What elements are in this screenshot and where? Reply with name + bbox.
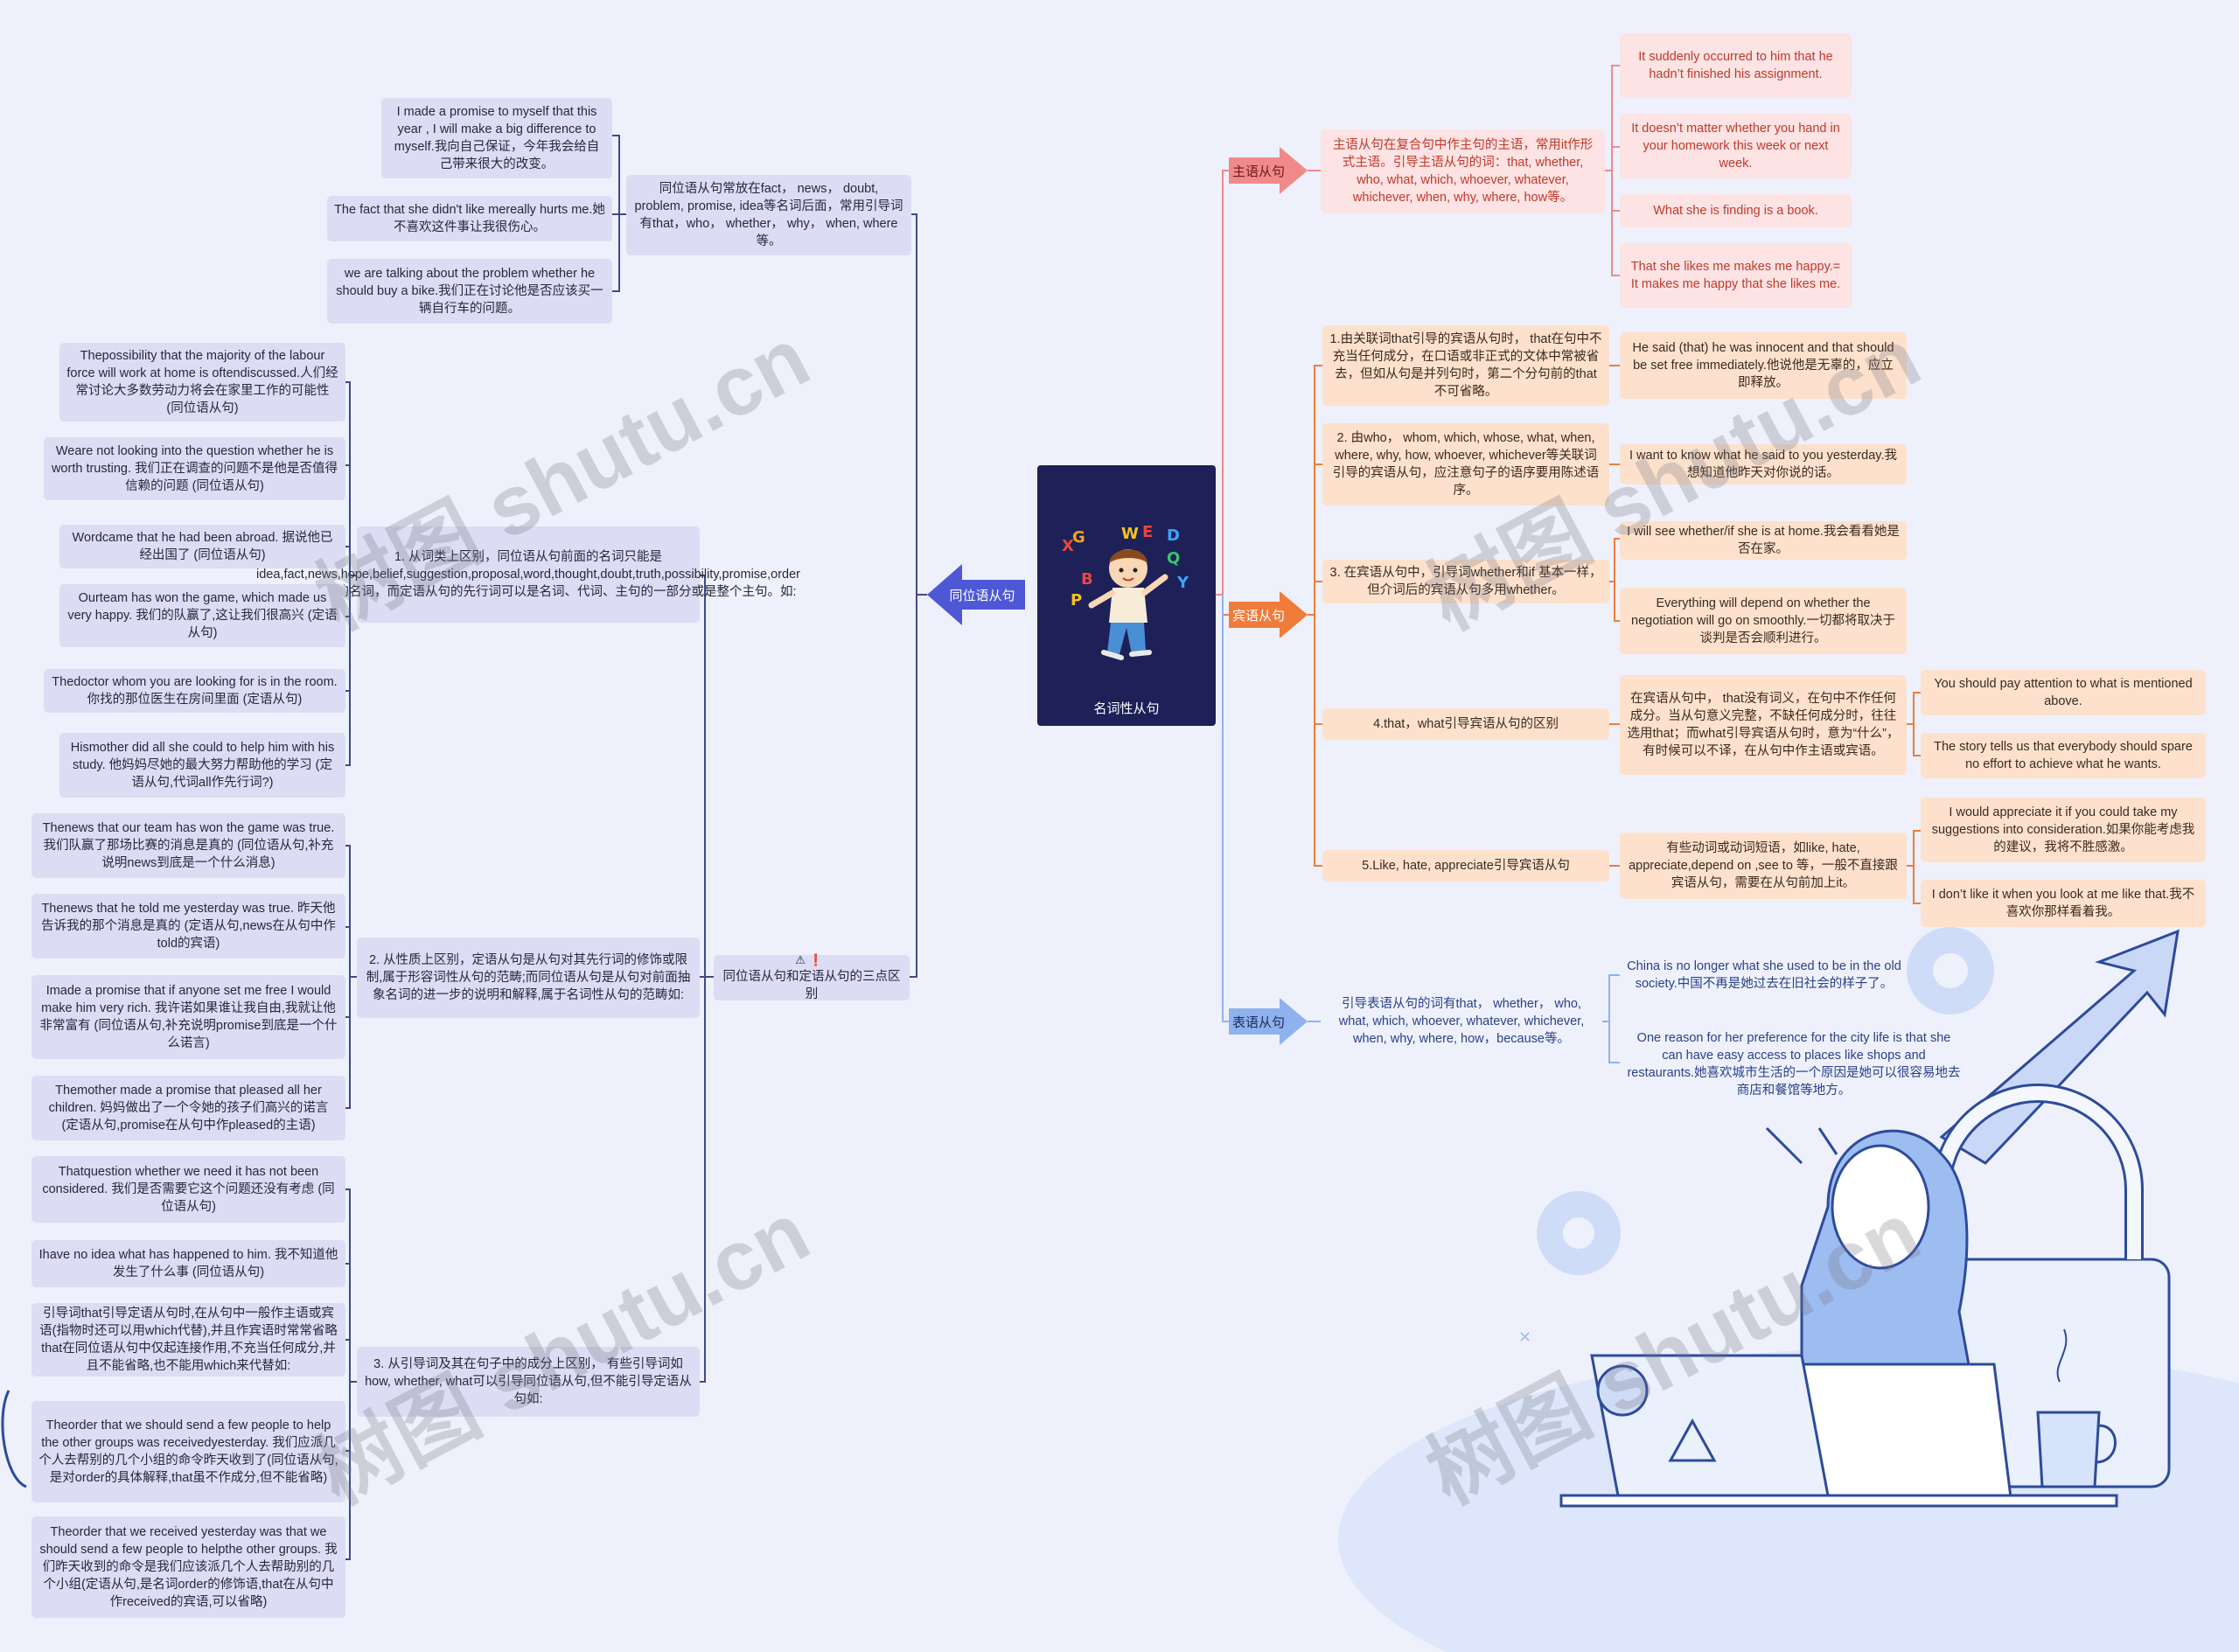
right-arrow-icon (1229, 591, 1308, 638)
object-point-3[interactable]: 3. 在宾语从句中，引导词whether和if 基本一样，但介词后的宾语从句多用… (1322, 560, 1609, 603)
central-topic-label: 名词性从句 (1093, 701, 1160, 716)
appositive-summary-node[interactable]: 同位语从句常放在fact， news， doubt, problem, prom… (626, 175, 911, 255)
example-node[interactable]: Weare not looking into the question whet… (44, 437, 345, 500)
difference-summary-node[interactable]: ⚠ ❗同位语从句和定语从句的三点区别 (714, 953, 910, 1001)
object-point-2[interactable]: 2. 由who， whom, which, whose, what, when,… (1322, 423, 1609, 505)
example-node[interactable]: Themother made a promise that pleased al… (31, 1076, 345, 1140)
subject-summary-node[interactable]: 主语从句在复合句中作主句的主语，常用it作形式主语。引导主语从句的词：that,… (1321, 129, 1605, 213)
example-node[interactable]: What she is finding is a book. (1620, 194, 1852, 227)
example-node[interactable]: It suddenly occurred to him that he hadn… (1620, 33, 1852, 98)
example-node[interactable]: One reason for her preference for the ci… (1627, 1031, 1961, 1098)
predicative-summary-node[interactable]: 引导表语从句的词有that， whether， who, what, which… (1338, 997, 1585, 1046)
right-arrow-icon (1229, 147, 1308, 194)
example-node[interactable]: China is no longer what she used to be i… (1627, 959, 1901, 991)
letter-q: Q (1167, 549, 1180, 568)
branch-object-clause[interactable]: 宾语从句 (1229, 591, 1308, 638)
example-node[interactable]: Imade a promise that if anyone set me fr… (31, 975, 345, 1059)
branch-appositive-clause[interactable]: 同位语从句 (927, 564, 1025, 625)
example-node[interactable]: Theorder that we received yesterday was … (31, 1516, 345, 1618)
svg-text:✕: ✕ (1518, 1328, 1531, 1347)
example-node[interactable]: He said (that) he was innocent and that … (1620, 332, 1907, 399)
example-node[interactable]: Hismother did all she could to help him … (59, 733, 345, 798)
example-node[interactable]: The fact that she didn't like mereally h… (327, 196, 612, 241)
object-point-1[interactable]: 1.由关联词that引导的宾语从句时， that在句中不充当任何成分，在口语或非… (1322, 325, 1609, 406)
difference-point-2[interactable]: 2. 从性质上区别，定语从句是从句对其先行词的修饰或限制,属于形容词性从句的范畴… (357, 938, 700, 1018)
example-node[interactable]: It doesn’t matter whether you hand in yo… (1620, 114, 1852, 178)
warning-icon: ⚠ ❗ (795, 953, 823, 967)
example-node[interactable]: You should pay attention to what is ment… (1921, 670, 2206, 715)
example-node[interactable]: Thatquestion whether we need it has not … (31, 1156, 345, 1223)
example-node[interactable]: Thepossibility that the majority of the … (59, 343, 345, 422)
letter-b: B (1081, 570, 1093, 589)
example-node[interactable]: Theorder that we should send a few peopl… (31, 1401, 345, 1502)
letter-y: Y (1176, 574, 1189, 592)
letter-p: P (1071, 591, 1082, 610)
example-node[interactable]: Thenews that our team has won the game w… (31, 813, 345, 878)
left-arrow-icon (927, 564, 1025, 625)
letter-d: D (1167, 526, 1180, 545)
letter-g: G (1072, 528, 1085, 547)
example-node[interactable]: The story tells us that everybody should… (1921, 733, 2206, 778)
example-node[interactable]: 引导词that引导定语从句时,在从句中一般作主语或宾语(指物时还可以用which… (31, 1303, 345, 1377)
example-node[interactable]: Wordcame that he had been abroad. 据说他已经出… (59, 525, 345, 568)
difference-point-1[interactable]: 1. 从词类上区别，同位语从句前面的名词只能是idea,fact,news,ho… (256, 526, 800, 623)
object-point-5[interactable]: 5.Like, hate, appreciate引导宾语从句 (1322, 850, 1609, 882)
example-node[interactable]: Everything will depend on whether the ne… (1620, 588, 1907, 654)
example-node[interactable]: I will see whether/if she is at home.我会看… (1620, 521, 1907, 560)
example-node[interactable]: Thenews that he told me yesterday was tr… (31, 894, 345, 958)
detail-node[interactable]: 在宾语从句中， that没有词义，在句中不作任何成分。当从句意义完整，不缺任何成… (1620, 675, 1907, 775)
example-node[interactable]: Ihave no idea what has happened to him. … (31, 1240, 345, 1287)
example-node[interactable]: I made a promise to myself that this yea… (381, 98, 612, 178)
letter-w: W (1121, 525, 1139, 543)
boy-illustration: X G W E D B Q P Y (1062, 523, 1189, 660)
example-node[interactable]: we are talking about the problem whether… (327, 259, 612, 324)
example-node[interactable]: I want to know what he said to you yeste… (1620, 444, 1907, 484)
example-node[interactable]: Ourteam has won the game, which made us … (59, 584, 345, 647)
example-node[interactable]: Thedoctor whom you are looking for is in… (44, 669, 345, 713)
letter-e: E (1142, 523, 1153, 541)
object-point-4[interactable]: 4.that，what引导宾语从句的区别 (1322, 708, 1609, 740)
branch-predicative-clause[interactable]: 表语从句 (1229, 998, 1308, 1045)
central-topic-card[interactable]: X G W E D B Q P Y 名词性从句 (1037, 465, 1216, 726)
example-node[interactable]: I don’t like it when you look at me like… (1921, 880, 2206, 927)
detail-node[interactable]: 有些动词或动词短语，如like, hate, appreciate,depend… (1620, 833, 1907, 899)
right-arrow-icon (1229, 998, 1308, 1045)
example-node[interactable]: That she likes me makes me happy.= It ma… (1620, 243, 1852, 308)
branch-subject-clause[interactable]: 主语从句 (1229, 147, 1308, 194)
letter-x: X (1062, 537, 1074, 555)
difference-point-3[interactable]: 3. 从引导词及其在句子中的成分上区别， 有些引导词如how, whether,… (357, 1347, 700, 1417)
example-node[interactable]: I would appreciate it if you could take … (1921, 798, 2206, 862)
